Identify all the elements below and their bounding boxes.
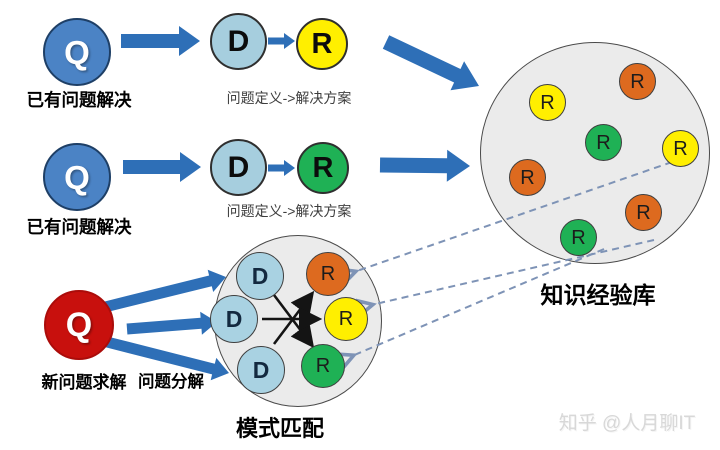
pattern-r-node: R bbox=[324, 297, 368, 341]
pattern-d-node: D bbox=[236, 252, 284, 300]
kb-r-node: R bbox=[529, 84, 566, 121]
solved-problem-label: 已有问题解决 bbox=[26, 217, 132, 237]
watermark: 知乎 @人月聊IT bbox=[558, 413, 696, 434]
new-problem-label: 新问题求解 bbox=[41, 373, 127, 392]
solved-problem-label: 已有问题解决 bbox=[26, 90, 132, 110]
new-problem-q-node: Q bbox=[44, 290, 114, 360]
pattern-r-node: R bbox=[306, 252, 350, 296]
pattern-d-node: D bbox=[237, 346, 285, 394]
result-r-node: R bbox=[297, 142, 349, 194]
flow-arrow bbox=[126, 311, 217, 335]
flow-arrow bbox=[103, 269, 226, 313]
kb-r-node: R bbox=[625, 194, 662, 231]
kb-r-node: R bbox=[560, 219, 597, 256]
flow-arrow bbox=[121, 26, 200, 56]
solved-problem-q-node: Q bbox=[43, 143, 111, 211]
result-r-node: R bbox=[296, 18, 348, 70]
definition-to-solution-label: 问题定义->解决方案 bbox=[226, 203, 352, 219]
kb-r-node: R bbox=[585, 124, 622, 161]
pattern-d-node: D bbox=[210, 295, 258, 343]
flow-arrow bbox=[268, 33, 295, 49]
flow-arrow bbox=[379, 149, 470, 182]
pattern-r-node: R bbox=[301, 344, 345, 388]
flow-arrow bbox=[268, 160, 295, 176]
definition-d-node: D bbox=[210, 13, 267, 70]
kb-r-node: R bbox=[619, 63, 656, 100]
problem-decompose-label: 问题分解 bbox=[138, 373, 204, 391]
kb-r-node: R bbox=[662, 130, 699, 167]
definition-to-solution-label: 问题定义->解决方案 bbox=[226, 90, 352, 106]
flow-arrow bbox=[382, 35, 479, 91]
kb-r-node: R bbox=[509, 159, 546, 196]
flow-arrow bbox=[123, 152, 201, 182]
definition-d-node: D bbox=[210, 139, 267, 196]
pattern-match-title: 模式匹配 bbox=[235, 416, 324, 441]
solved-problem-q-node: Q bbox=[43, 18, 111, 86]
knowledge-base-title: 知识经验库 bbox=[540, 282, 656, 308]
